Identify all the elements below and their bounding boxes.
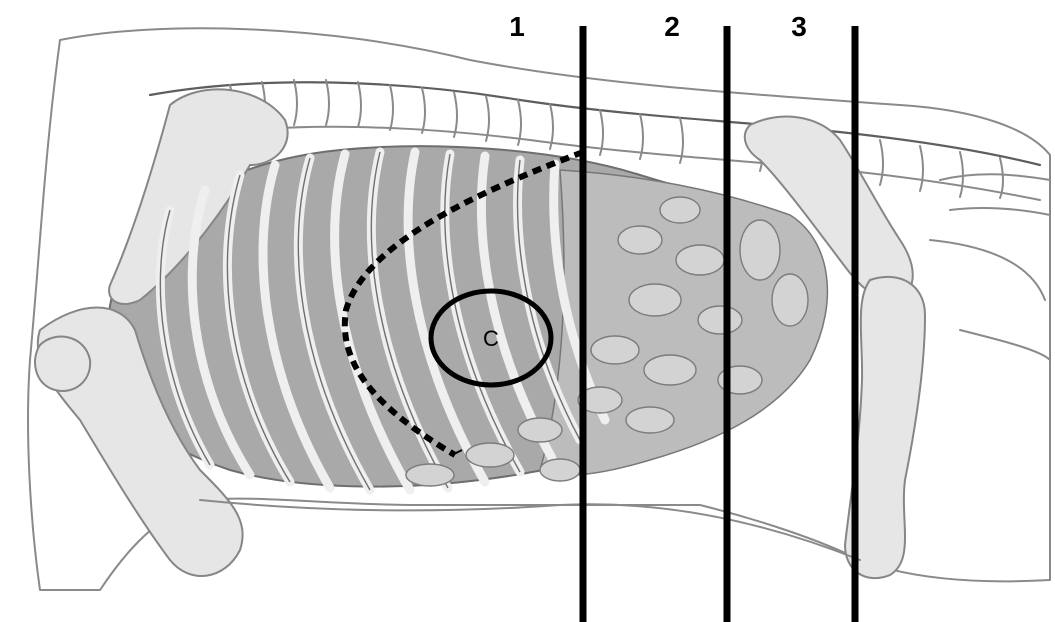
region-label-3: 3: [791, 11, 807, 42]
hindlimb-rear: [930, 240, 1050, 360]
elbow: [35, 337, 90, 391]
marker-label: C: [483, 326, 499, 351]
region-label-2: 2: [664, 11, 680, 42]
belly-line: [200, 500, 860, 560]
tail-base: [940, 174, 1050, 215]
region-label-1: 1: [509, 11, 525, 42]
